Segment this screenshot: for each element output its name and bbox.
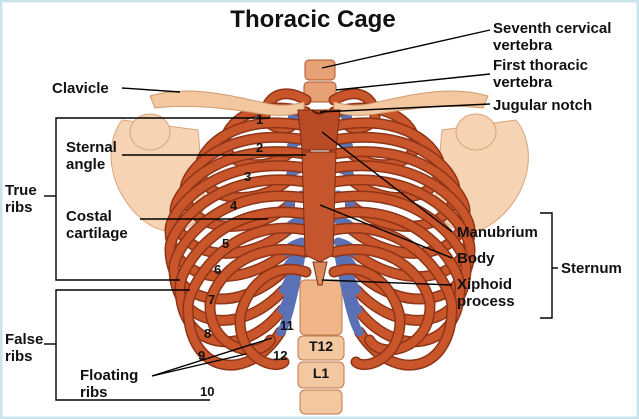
rib-number-1: 1 xyxy=(256,112,263,127)
false-ribs-label-line1: False xyxy=(5,331,43,348)
floating-ribs-leader-b xyxy=(151,353,247,377)
sternal-angle-label-line1: Sternal xyxy=(66,139,117,156)
right-shoulder-head xyxy=(455,113,497,151)
floating-ribs-label-line1: Floating xyxy=(80,367,138,384)
rib-number-6: 6 xyxy=(214,262,221,277)
right-rib-6 xyxy=(330,161,475,281)
rib-number-8: 8 xyxy=(204,326,211,341)
seventh-cervical-label-line2: vertebra xyxy=(493,37,553,54)
sternum-label: Sternum xyxy=(561,260,622,277)
rib-number-labels: 1 2 3 4 5 6 7 8 9 10 11 12 xyxy=(198,112,294,399)
seventh-cervical-leader xyxy=(321,29,491,69)
manubrium-label: Manubrium xyxy=(457,224,538,241)
rib-number-2: 2 xyxy=(256,140,263,155)
clavicle-leader xyxy=(121,87,181,93)
clavicle-label: Clavicle xyxy=(52,80,109,97)
sternum-bracket xyxy=(540,212,553,319)
costal-cartilage-label-line2: cartilage xyxy=(66,225,128,242)
manubrium-leader xyxy=(321,131,453,233)
jugular-notch-label: Jugular notch xyxy=(493,97,592,114)
xiphoid-process-bone xyxy=(312,261,328,286)
rib-number-7: 7 xyxy=(208,292,215,307)
rib-number-5: 5 xyxy=(222,236,229,251)
true-ribs-bracket xyxy=(55,117,270,281)
rib-number-3: 3 xyxy=(244,169,251,184)
floating-ribs-label-line2: ribs xyxy=(80,384,108,401)
right-rib-10-costal-cartilage xyxy=(333,245,364,337)
left-rib-7 xyxy=(165,176,310,303)
t12-label: T12 xyxy=(309,338,333,354)
floating-ribs-leader-a xyxy=(151,337,273,377)
right-rib-7 xyxy=(330,176,475,303)
diagram-title: Thoracic Cage xyxy=(230,6,395,33)
rib-number-4: 4 xyxy=(230,198,238,213)
cervical-vertebra xyxy=(304,59,336,81)
vertebral-column xyxy=(297,59,345,415)
left-rib-10 xyxy=(183,224,310,370)
left-rib-10-costal-cartilage xyxy=(276,245,307,337)
thoracic-spine xyxy=(299,279,343,336)
t12-vertebra xyxy=(297,335,345,361)
right-rib-10 xyxy=(330,224,457,370)
l1-label: L1 xyxy=(313,365,330,381)
body-label: Body xyxy=(457,250,495,267)
rib-number-9: 9 xyxy=(198,348,205,363)
left-clavicle xyxy=(149,90,305,116)
left-rib-12 xyxy=(235,265,310,369)
first-thoracic-label-line2: vertebra xyxy=(493,74,553,91)
leader-lines xyxy=(44,29,558,401)
right-rib-12 xyxy=(330,265,405,369)
l1-vertebra xyxy=(297,361,345,389)
jugular-notch-leader xyxy=(319,103,491,113)
sternum-body-bone xyxy=(301,151,337,263)
seventh-cervical-label-line1: Seventh cervical xyxy=(493,20,611,37)
false-ribs-label-line2: ribs xyxy=(5,348,33,365)
first-thoracic-leader xyxy=(335,73,491,91)
rib-number-10: 10 xyxy=(200,384,214,399)
xiphoid-leader xyxy=(321,279,453,286)
left-shoulder-head xyxy=(129,113,171,151)
rib-number-12: 12 xyxy=(273,348,287,363)
false-ribs-bracket xyxy=(55,289,210,401)
body-leader xyxy=(319,204,453,259)
manubrium-bone xyxy=(297,109,341,151)
jugular-notch-mark xyxy=(311,109,327,115)
rib-number-11: 11 xyxy=(280,318,294,333)
left-rib-6 xyxy=(165,161,310,281)
sternum-bone xyxy=(297,109,341,286)
true-ribs-label-line2: ribs xyxy=(5,199,33,216)
l2-vertebra xyxy=(299,389,343,415)
xiphoid-label-line2: process xyxy=(457,293,515,310)
costal-cartilage-label-line1: Costal xyxy=(66,208,112,225)
xiphoid-label-line1: Xiphoid xyxy=(457,276,512,293)
true-ribs-label-line1: True xyxy=(5,182,37,199)
first-thoracic-label-line1: First thoracic xyxy=(493,57,588,74)
sternal-angle-label-line2: angle xyxy=(66,156,105,173)
first-thoracic-vertebra xyxy=(303,81,337,103)
